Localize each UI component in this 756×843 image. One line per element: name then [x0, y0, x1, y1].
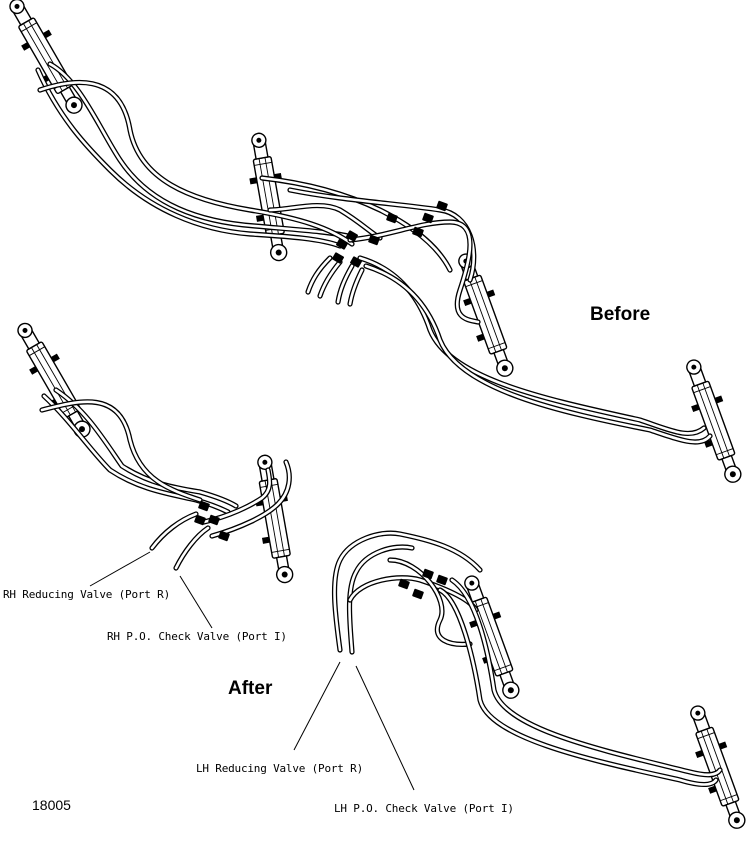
figure-number: 18005 [32, 797, 71, 813]
fitting [411, 588, 425, 600]
leader-rh-check [179, 575, 213, 629]
before-hoses [35, 61, 713, 445]
after-lh-assembly: LH Reducing Valve (Port R) LH P.O. Check… [196, 530, 756, 834]
callout-lh-check: LH P.O. Check Valve (Port I) [334, 802, 514, 815]
before-assembly: Before [0, 0, 752, 488]
after-rh-assembly: RH Reducing Valve (Port R) RH P.O. Check… [3, 315, 303, 699]
leader-rh-reducing [89, 551, 151, 587]
callout-rh-check: RH P.O. Check Valve (Port I) [107, 630, 287, 643]
leader-lh-check [355, 665, 415, 791]
before-label: Before [590, 304, 650, 325]
cylinder-rh-upper [6, 315, 101, 445]
cylinder-lh-lower [679, 700, 756, 834]
cylinder-far-right [675, 354, 752, 488]
after-rh-hoses [39, 387, 292, 571]
callout-rh-reducing: RH Reducing Valve (Port R) [3, 588, 170, 601]
cylinder-top-left [0, 0, 93, 121]
leader-lh-reducing [293, 661, 341, 751]
callout-lh-reducing: LH Reducing Valve (Port R) [196, 762, 363, 775]
after-label: After [228, 678, 273, 699]
cylinder-center [241, 129, 297, 264]
after-lh-hoses [331, 530, 723, 788]
